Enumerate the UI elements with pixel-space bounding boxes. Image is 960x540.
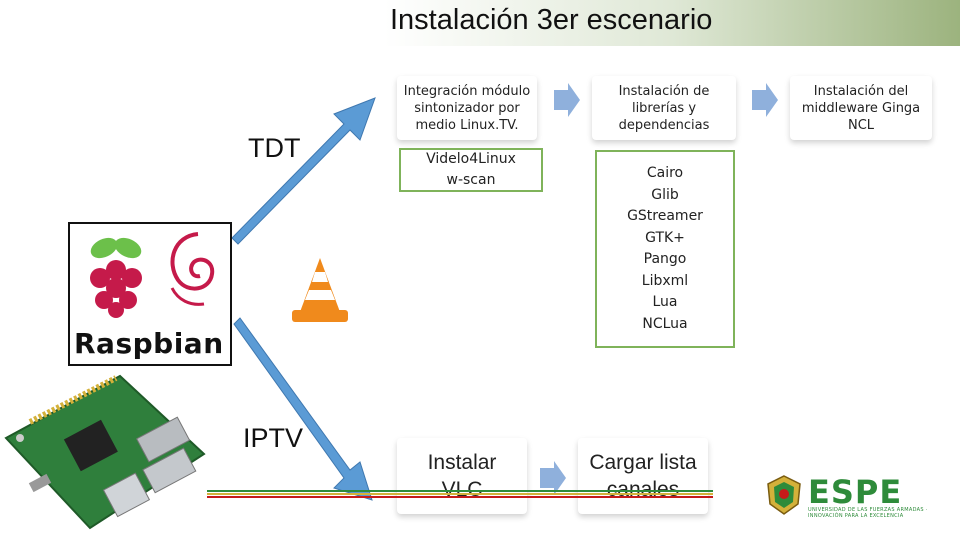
tdt-step-linuxtv: Integración módulo sintonizador por medi… [397,76,537,140]
tdt-arrow [231,97,376,245]
tdt-step-libraries: Instalación de librerías y dependencias [592,76,736,140]
espe-logo-subtitle: UNIVERSIDAD DE LAS FUERZAS ARMADAS · INN… [808,507,928,519]
decorative-stripe-gold [207,493,713,495]
tdt-tools-v4l: Videlo4Linux w-scan [399,148,543,192]
chevron-right-icon [554,83,580,117]
iptv-step-load-channels: Cargar lista canales [578,438,708,514]
chevron-right-icon [540,461,566,495]
iptv-step-install-vlc: Instalar VLC [397,438,527,514]
tdt-step-ginga: Instalación del middleware Ginga NCL [790,76,932,140]
slide-title: Instalación 3er escenario [390,4,713,36]
decorative-stripe-red [207,496,713,498]
raspberry-pi-icon [90,237,142,318]
iptv-arrow [233,317,373,501]
decorative-stripe-green [207,490,713,492]
chevron-right-icon [752,83,778,117]
raspbian-logo: Raspbian [68,222,232,366]
espe-crest-icon [767,475,801,515]
vlc-cone-icon [292,258,348,322]
raspbian-logo-text: Raspbian [74,327,224,360]
espe-logo-text: ESPE [808,473,903,511]
tdt-label: TDT [248,133,301,163]
tdt-tools-libraries-list: Cairo Glib GStreamer GTK+ Pango Libxml L… [595,150,735,348]
raspberry-pi-board-image [4,374,206,530]
iptv-label: IPTV [243,423,304,453]
debian-swirl-icon [170,232,215,306]
title-bar [0,0,960,46]
